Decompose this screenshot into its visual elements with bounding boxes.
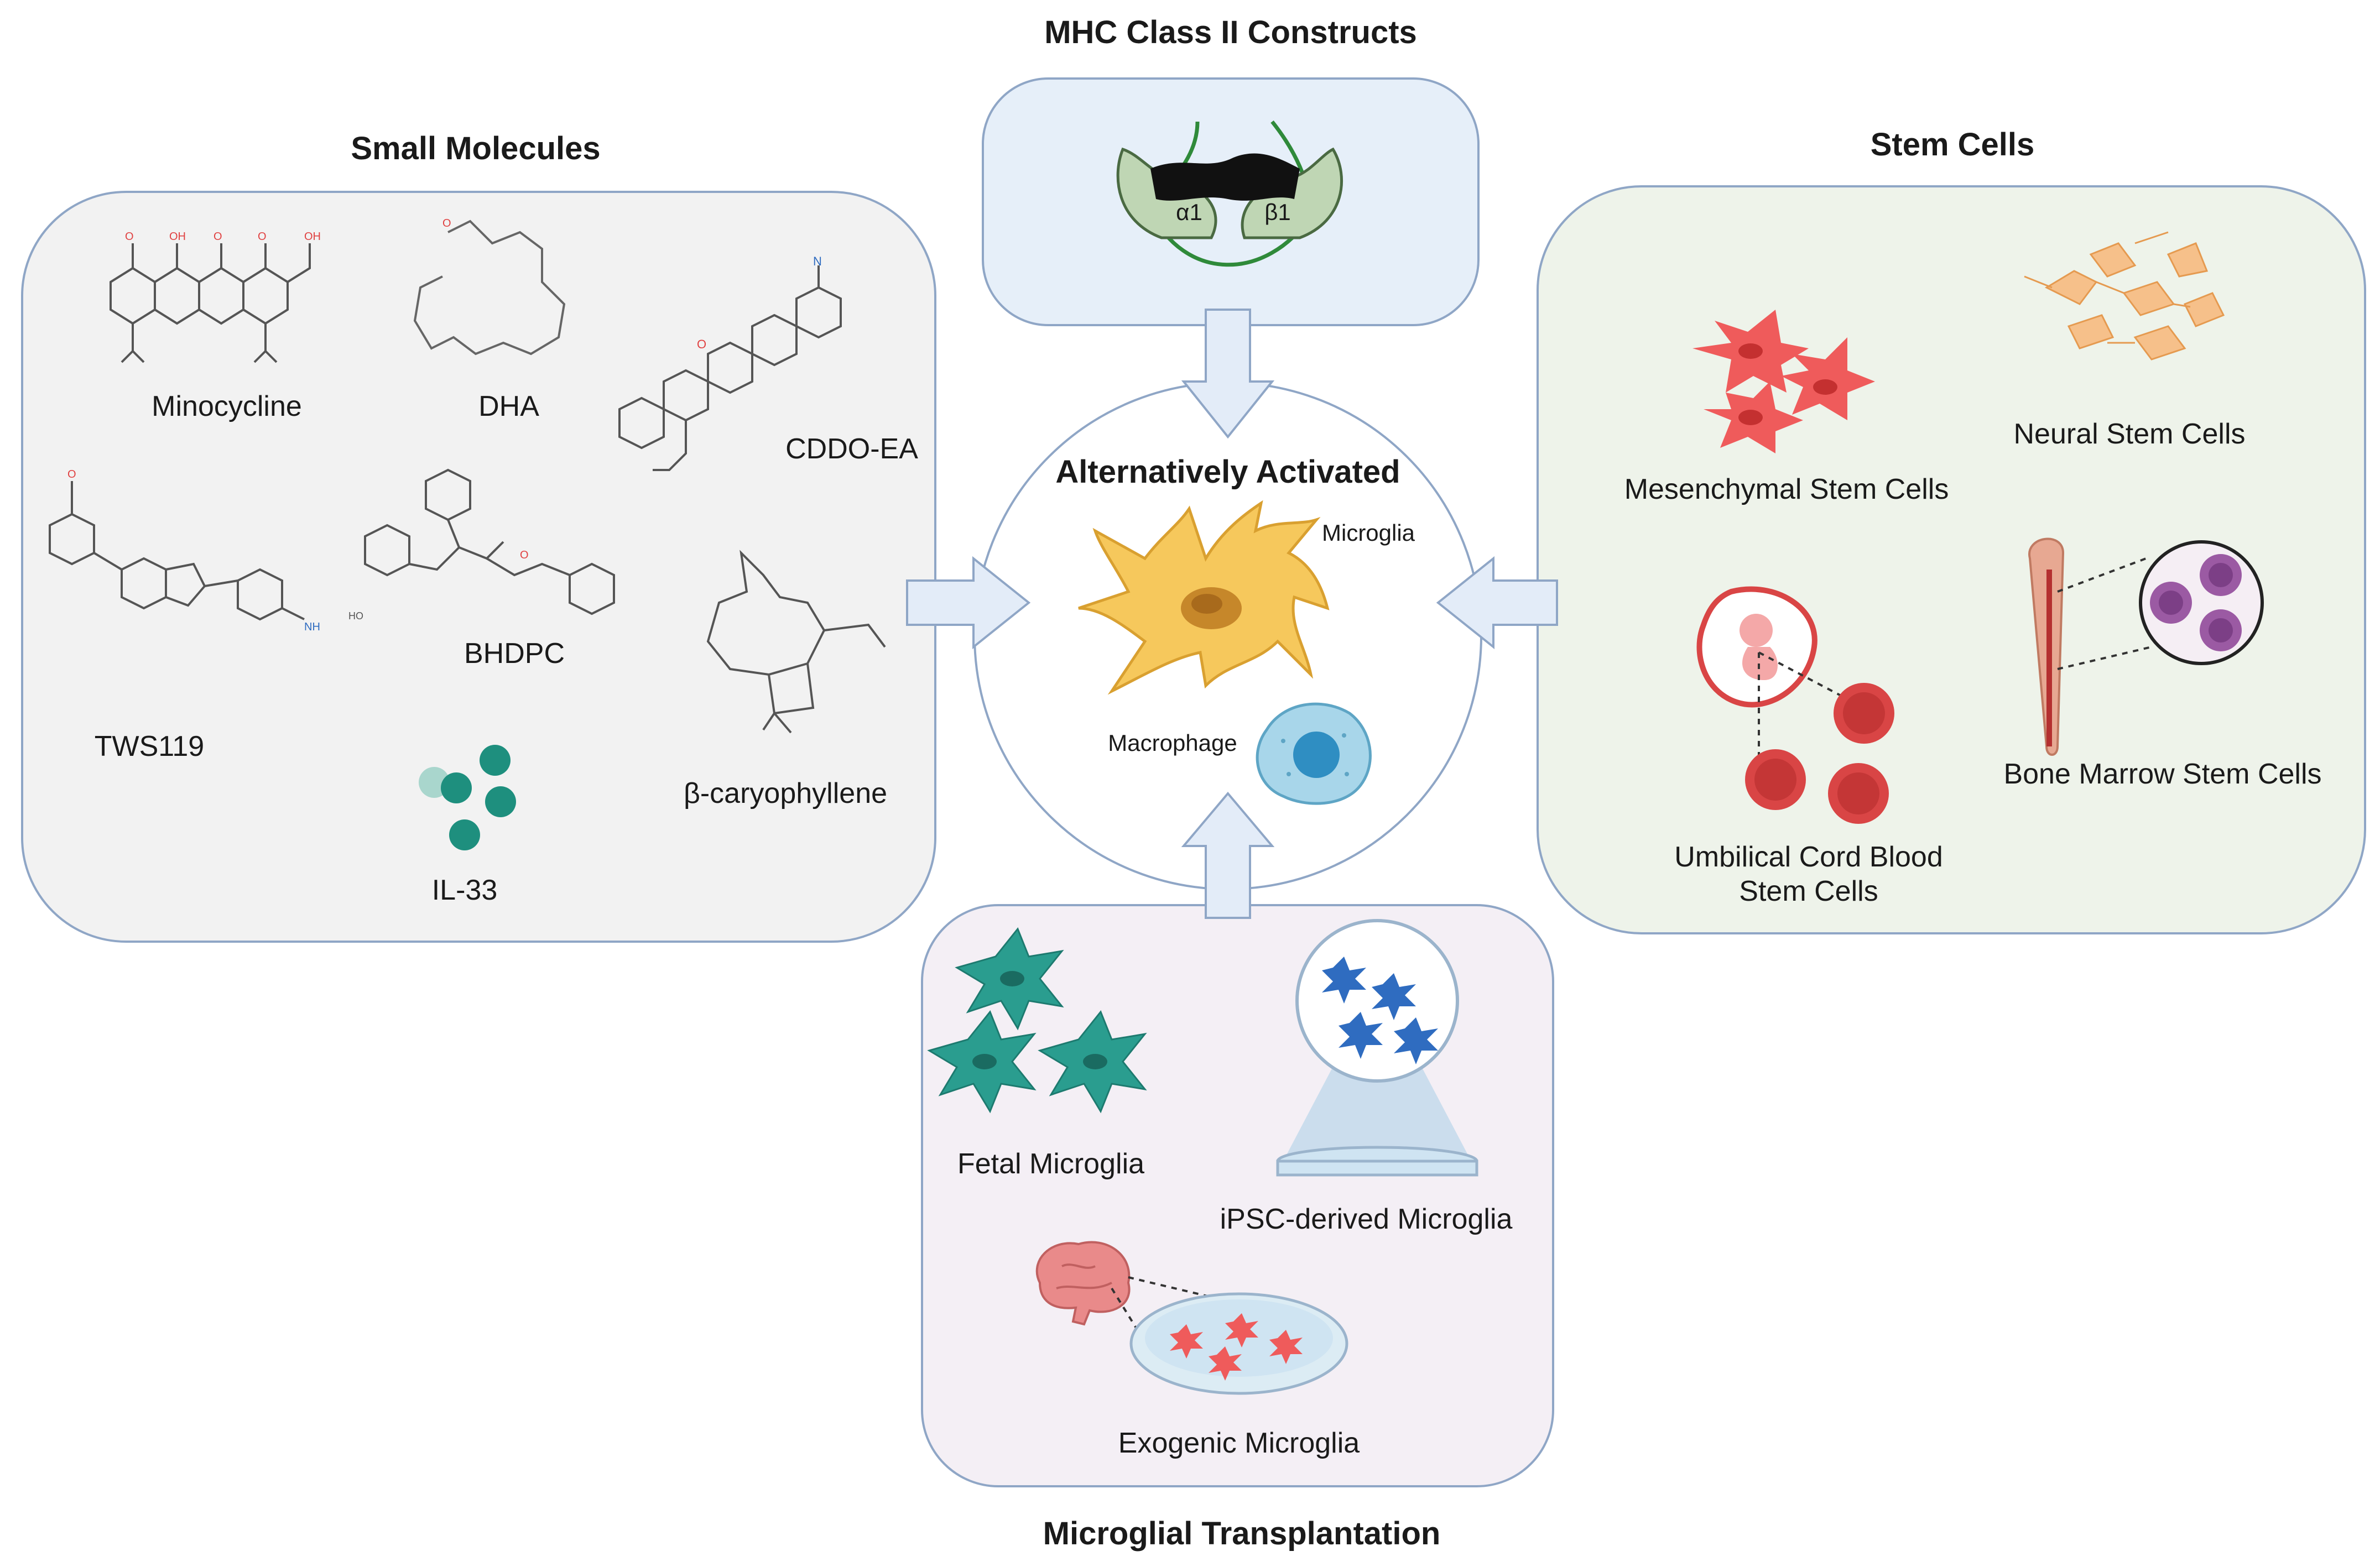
mhc-title: MHC Class II Constructs: [1044, 14, 1417, 50]
fetal-microglia-label: Fetal Microglia: [957, 1148, 1145, 1180]
tws119-label: TWS119: [94, 730, 205, 762]
small-molecules-title: Small Molecules: [351, 130, 601, 166]
mesenchymal-cell-icon: [1692, 310, 1875, 453]
microglia-cell-icon: [1078, 500, 1330, 695]
center-title: Alternatively Activated: [1055, 454, 1400, 490]
svg-text:O: O: [520, 549, 529, 561]
red-blood-cell-icon: [1745, 651, 1894, 824]
exogenic-petri-dish-icon: [1111, 1276, 1348, 1395]
small-molecules-panel: [21, 191, 936, 943]
transplantation-title: Microglial Transplantation: [1043, 1516, 1441, 1552]
caryophyllene-label: β-caryophyllene: [683, 777, 888, 809]
svg-text:N: N: [813, 254, 822, 268]
svg-text:NH: NH: [304, 621, 320, 633]
fetus-icon: [1696, 586, 1817, 708]
umbilical-label-line1: Umbilical Cord Blood: [1674, 841, 1943, 873]
exogenic-label: Exogenic Microglia: [1118, 1427, 1360, 1459]
mhc-molecule-icon: [1116, 120, 1343, 267]
tws119-structure-icon: O NH: [49, 468, 320, 633]
svg-text:HO: HO: [348, 610, 363, 621]
mhc-panel: [982, 77, 1480, 326]
svg-text:O: O: [125, 231, 134, 243]
cddo-ea-structure-icon: N O: [618, 254, 842, 471]
bhdpc-structure-icon: HO O: [348, 468, 615, 621]
svg-text:O: O: [67, 468, 76, 480]
svg-text:O: O: [697, 337, 706, 351]
caryophyllene-structure-icon: [706, 550, 886, 734]
svg-text:OH: OH: [169, 231, 186, 243]
bone-icon: [2028, 537, 2264, 756]
stem-cells-title: Stem Cells: [1870, 127, 2035, 163]
bhdpc-label: BHDPC: [463, 638, 565, 670]
bone-marrow-label: Bone Marrow Stem Cells: [2003, 758, 2322, 790]
ipsc-label: iPSC-derived Microglia: [1220, 1203, 1513, 1235]
svg-text:O: O: [213, 231, 222, 243]
microglia-label: Microglia: [1322, 520, 1415, 546]
il33-molecule-icon: [419, 745, 516, 850]
alpha-label: α1: [1176, 199, 1202, 225]
minocycline-structure-icon: O OH O O OH: [110, 231, 321, 363]
svg-text:O: O: [258, 231, 267, 243]
cddo-ea-label: CDDO-EA: [785, 433, 918, 465]
minocycline-label: Minocycline: [152, 390, 302, 422]
dha-structure-icon: O: [413, 217, 566, 356]
brain-icon: [1035, 1241, 1131, 1326]
svg-text:OH: OH: [304, 231, 321, 243]
umbilical-label-line2: Stem Cells: [1739, 875, 1878, 907]
ipsc-petri-dish-icon: [1276, 919, 1478, 1177]
macrophage-label: Macrophage: [1108, 730, 1237, 756]
svg-text:O: O: [442, 217, 451, 229]
il33-label: IL-33: [431, 874, 498, 906]
mesenchymal-label: Mesenchymal Stem Cells: [1624, 473, 1949, 505]
macrophage-cell-icon: [1256, 702, 1372, 805]
fetal-microglia-icon: [927, 927, 1147, 1114]
neural-stem-cells-label: Neural Stem Cells: [2013, 418, 2246, 450]
dha-label: DHA: [478, 390, 539, 422]
neural-stem-cell-icon: [2024, 231, 2225, 361]
beta-label: β1: [1264, 199, 1291, 225]
